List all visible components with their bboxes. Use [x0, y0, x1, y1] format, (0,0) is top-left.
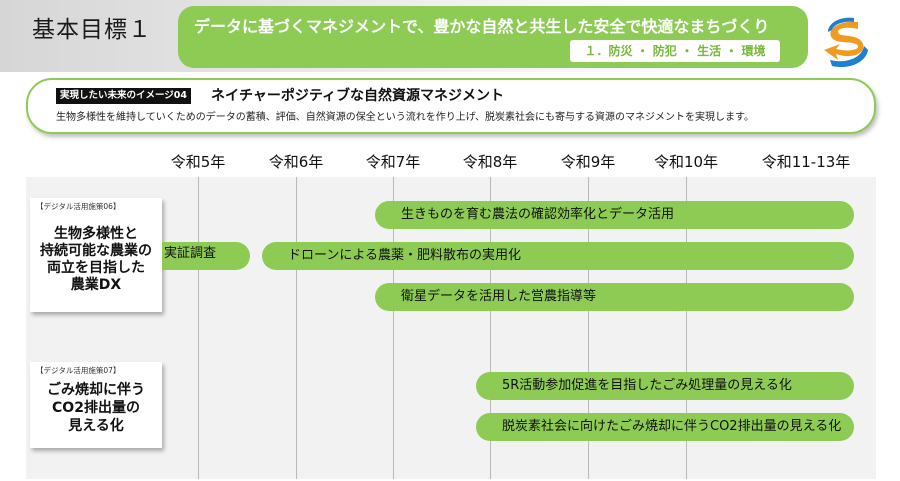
policy-title-line: 持続可能な農業の: [40, 243, 152, 259]
policy-card: 【デジタル活用施策07】 ごみ焼却に伴う CO2排出量の 見える化: [30, 362, 162, 448]
roadmap-bar: 5R活動参加促進を目指したごみ処理量の見える化: [476, 372, 854, 400]
goal-title: 基本目標１: [32, 17, 152, 43]
policy-title-line: CO2排出量の: [52, 400, 140, 416]
policy-title-line: ごみ焼却に伴う: [47, 382, 145, 398]
policy-title-line: 両立を目指した: [47, 260, 145, 276]
roadmap-bar: 生きものを育む農法の確認効率化とデータ活用: [375, 201, 854, 229]
policy-title-line: 見える化: [68, 418, 124, 434]
pilot-label: 実証調査: [164, 246, 217, 261]
goal-category: １．防災 ・ 防犯 ・ 生活 ・ 環境: [570, 40, 780, 62]
year-gridline: [490, 177, 491, 479]
year-header: 令和6年: [268, 153, 324, 171]
roadmap-bar: 衛星データを活用した営農指導等: [375, 283, 854, 311]
year-gridline: [198, 177, 199, 479]
roadmap-bar: ドローンによる農薬・肥料散布の実用化: [262, 242, 854, 270]
year-header: 令和9年: [560, 153, 616, 171]
year-header: 令和5年: [170, 153, 226, 171]
year-gridline: [588, 177, 589, 479]
year-header: 令和7年: [365, 153, 421, 171]
policy-title-line: 生物多様性と: [54, 226, 138, 242]
vision-title: ネイチャーポジティブな自然資源マネジメント: [211, 88, 505, 104]
year-header: 令和8年: [462, 153, 518, 171]
policy-tag: 【デジタル活用施策06】: [36, 202, 121, 211]
year-gridline: [686, 177, 687, 479]
policy-title-line: 農業DX: [70, 277, 122, 293]
vision-box: 実現したい未来のイメージ04 ネイチャーポジティブな自然資源マネジメント 生物多…: [26, 78, 876, 134]
city-logo-icon: [824, 17, 868, 68]
year-gridline: [393, 177, 394, 479]
vision-description: 生物多様性を維持していくためのデータの蓄積、評価、自然資源の保全という流れを作り…: [56, 112, 754, 123]
goal-banner-text: データに基づくマネジメントで、豊かな自然と共生した安全で快適なまちづくり: [194, 17, 770, 36]
pilot-bar: [162, 242, 250, 270]
year-header: 令和11-13年: [761, 153, 851, 171]
goal-banner: データに基づくマネジメントで、豊かな自然と共生した安全で快適なまちづくり １．防…: [178, 6, 808, 68]
year-header: 令和10年: [653, 153, 719, 171]
policy-card: 【デジタル活用施策06】 生物多様性と 持続可能な農業の 両立を目指した 農業D…: [30, 198, 162, 312]
roadmap-bar: 脱炭素社会に向けたごみ焼却に伴うCO2排出量の見える化: [476, 413, 854, 441]
vision-tag: 実現したい未来のイメージ04: [56, 88, 192, 104]
policy-tag: 【デジタル活用施策07】: [36, 366, 121, 375]
year-gridline: [296, 177, 297, 479]
